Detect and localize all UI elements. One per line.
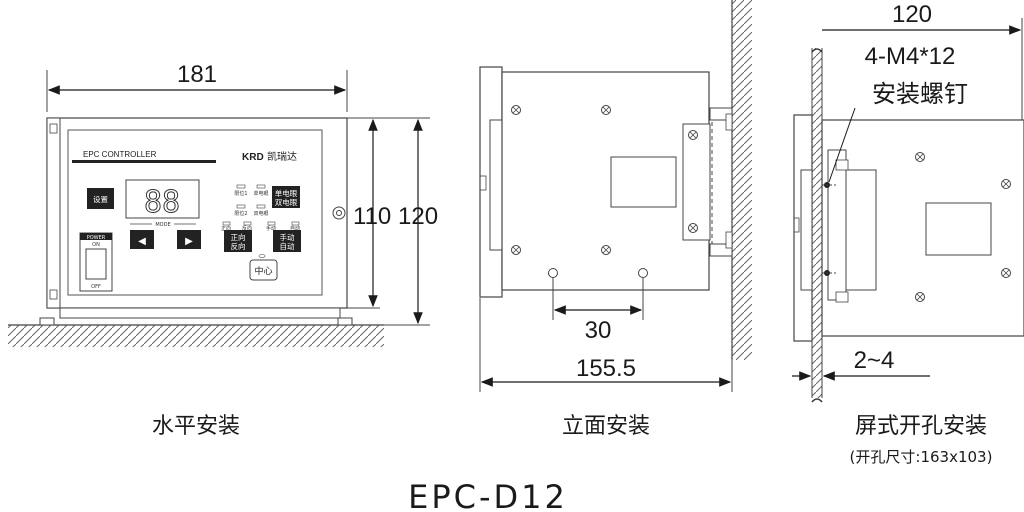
caption-horizontal: 水平安装 bbox=[152, 414, 240, 439]
left-arrow-button[interactable] bbox=[130, 230, 154, 249]
power-label-bar bbox=[80, 233, 112, 240]
floor-hatch bbox=[8, 325, 384, 347]
device-side-flange bbox=[46, 117, 61, 309]
panel-front-slot bbox=[800, 169, 813, 291]
panel-front-tab bbox=[793, 217, 800, 233]
indicator-single-eye-label: 单电眼 bbox=[253, 190, 268, 197]
clamp-bracket bbox=[845, 169, 877, 291]
panel-view: 4-M4*12 安装螺钉 120 2~4 屏式开孔安装 (开孔尺寸:163x10… bbox=[792, 1, 1024, 466]
dim-110-label: 110 bbox=[353, 203, 391, 230]
direction-toggle-button[interactable] bbox=[224, 230, 252, 252]
panel-label-plate bbox=[925, 202, 992, 256]
model-number: EPC-D12 bbox=[408, 478, 568, 512]
indicator-double-eye-label: 双电眼 bbox=[253, 210, 268, 217]
dim-thickness-label: 2~4 bbox=[854, 347, 895, 374]
panel-title-bar bbox=[72, 160, 216, 163]
flange-notch-top bbox=[49, 123, 58, 134]
indicator-limit2 bbox=[236, 204, 246, 209]
led-display bbox=[125, 179, 200, 219]
indicator-reverse-label: 反向 bbox=[242, 225, 252, 232]
clamp-clip-bottom bbox=[835, 291, 849, 303]
break-mark-top bbox=[811, 48, 823, 53]
dim-depth-label: 155.5 bbox=[576, 355, 636, 382]
indicator-forward-label: 正向 bbox=[221, 225, 231, 232]
front-flange-slot bbox=[489, 119, 503, 251]
led-digits: 88 bbox=[144, 185, 180, 220]
caption-vertical: 立面安装 bbox=[562, 414, 650, 439]
side-body bbox=[501, 71, 710, 291]
foot-right bbox=[337, 317, 353, 326]
indicator-double-eye bbox=[256, 204, 266, 209]
indicator-limit1-label: 限位1 bbox=[234, 190, 247, 197]
right-arrow-icon: ▶ bbox=[185, 236, 193, 247]
mount-hole-right bbox=[638, 268, 648, 278]
clamp-clip-top bbox=[835, 159, 849, 171]
direction-toggle-top-label: 正向 bbox=[231, 232, 246, 242]
center-button[interactable] bbox=[249, 259, 278, 281]
indicator-single-eye bbox=[256, 184, 266, 189]
break-mark-bottom bbox=[811, 398, 823, 403]
panel-title: EPC CONTROLLER bbox=[83, 150, 157, 159]
indicator-auto-label: 自动 bbox=[290, 225, 300, 232]
foot-left bbox=[39, 317, 55, 326]
mount-hole-left bbox=[548, 268, 558, 278]
indicator-limit2-label: 限位2 bbox=[234, 210, 247, 217]
mode-toggle-top-label: 手动 bbox=[280, 232, 295, 242]
power-on-label: ON bbox=[92, 242, 100, 248]
center-button-label: 中心 bbox=[254, 265, 272, 277]
dim-120-label: 120 bbox=[398, 203, 438, 230]
mode-toggle-bottom-label: 自动 bbox=[280, 241, 295, 251]
mode-toggle-button[interactable] bbox=[273, 230, 301, 252]
clamp-plate bbox=[827, 149, 847, 301]
indicator-forward bbox=[222, 221, 231, 226]
wall-hatch bbox=[732, 0, 752, 360]
side-knob bbox=[332, 206, 346, 220]
caption-panel-sub: (开孔尺寸:163x103) bbox=[850, 448, 993, 466]
brand-name: 凯瑞达 bbox=[267, 150, 297, 163]
screw-spec-label: 4-M4*12 bbox=[865, 43, 956, 70]
direction-toggle-bottom-label: 反向 bbox=[231, 241, 246, 251]
flange-notch-bottom bbox=[49, 289, 58, 300]
power-label: POWER bbox=[87, 235, 106, 241]
power-switch[interactable] bbox=[85, 248, 107, 280]
screw-desc-label: 安装螺钉 bbox=[872, 80, 968, 108]
wall-bracket bbox=[682, 123, 711, 241]
setup-button-label: 设置 bbox=[93, 194, 108, 204]
screw-leader bbox=[828, 107, 856, 183]
mode-label: MODE bbox=[155, 222, 170, 228]
indicator-manual bbox=[267, 221, 276, 226]
indicator-limit1 bbox=[236, 184, 246, 189]
center-indicator bbox=[258, 254, 266, 258]
panel-wall-hatch bbox=[812, 48, 822, 398]
indicator-reverse bbox=[243, 221, 252, 226]
indicator-manual-label: 手动 bbox=[266, 225, 276, 232]
caption-panel: 屏式开孔安装 bbox=[855, 414, 987, 439]
front-flange-tab bbox=[479, 175, 487, 191]
side-knob-inner bbox=[336, 210, 342, 216]
device-base bbox=[59, 307, 341, 319]
wall-anchor-top bbox=[725, 113, 733, 131]
dim-30-label: 30 bbox=[585, 317, 612, 344]
eye-toggle-top-label: 单电眼 bbox=[275, 188, 298, 198]
left-arrow-icon: ◀ bbox=[138, 236, 146, 247]
dim-panel-width-label: 120 bbox=[892, 1, 932, 28]
brand-mark: KRD bbox=[242, 152, 264, 163]
vertical-view: 30 155.5 立面安装 bbox=[479, 0, 752, 439]
wall-anchor-bottom bbox=[725, 231, 733, 249]
right-arrow-button[interactable] bbox=[177, 230, 201, 249]
indicator-auto bbox=[291, 221, 300, 226]
setup-button[interactable] bbox=[87, 188, 114, 209]
horizontal-view: EPC CONTROLLER KRD 凯瑞达 设置 88 MODE ◀ ▶ PO… bbox=[8, 61, 438, 439]
side-label-plate bbox=[610, 156, 677, 208]
power-off-label: OFF bbox=[91, 284, 101, 290]
eye-toggle-bottom-label: 双电眼 bbox=[275, 197, 298, 207]
dim-181-label: 181 bbox=[177, 61, 217, 88]
eye-toggle-button[interactable] bbox=[272, 186, 300, 208]
